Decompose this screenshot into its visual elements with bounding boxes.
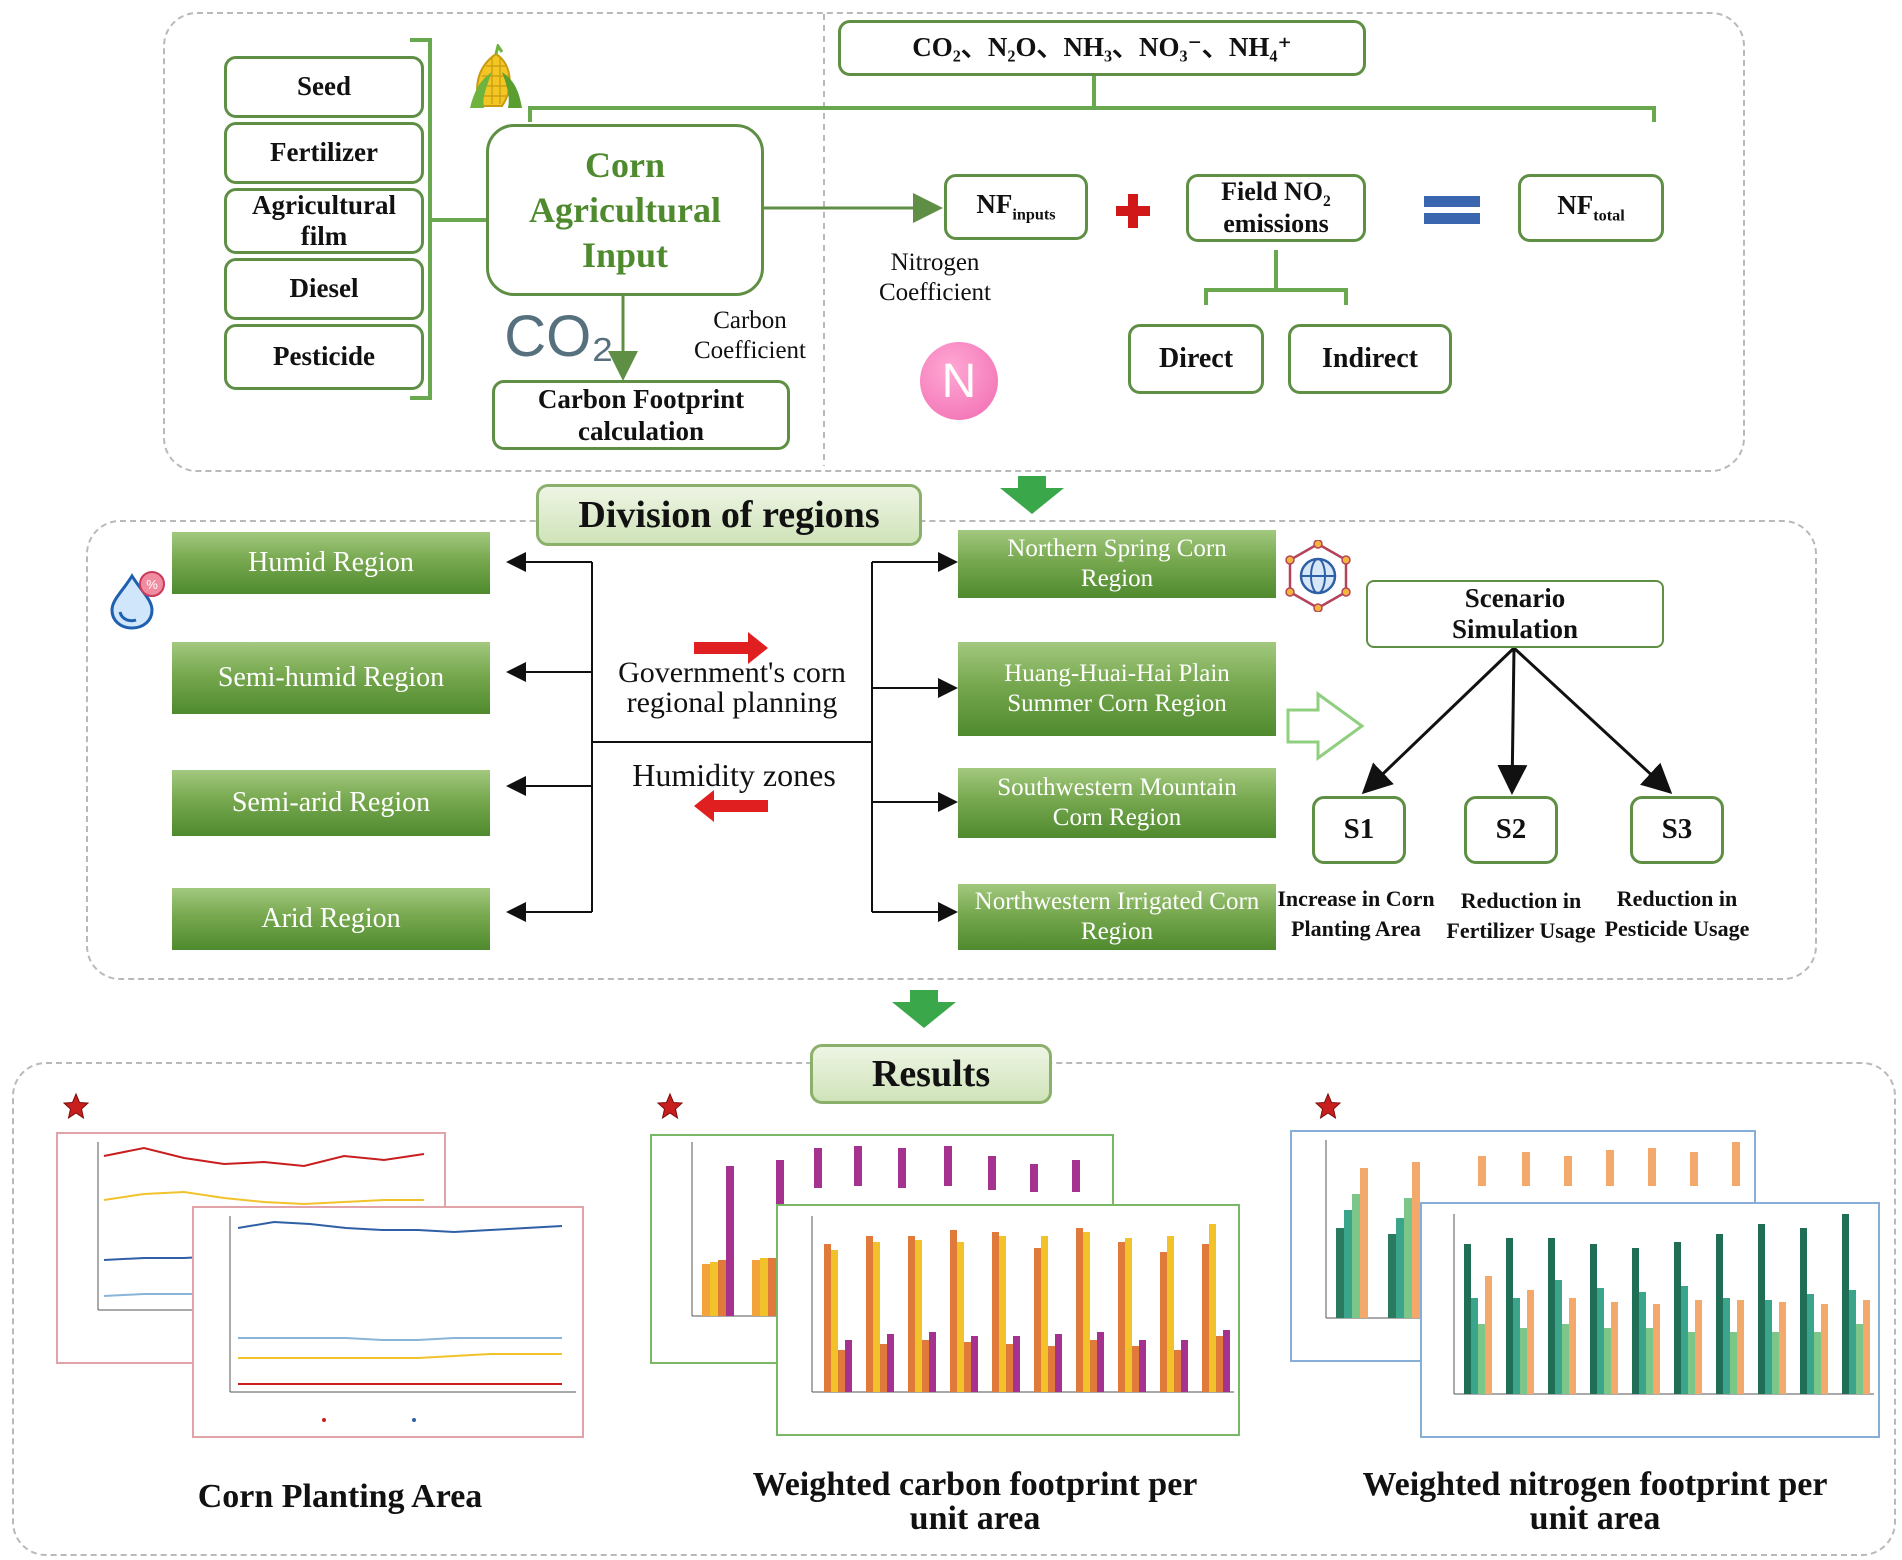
- green-down-arrow-2: [892, 990, 956, 1028]
- green-down-arrow-1: [1000, 476, 1064, 514]
- region-semi-arid: Semi-arid Region: [172, 770, 490, 836]
- indirect-box: Indirect: [1288, 324, 1452, 394]
- input-pesticide: Pesticide: [224, 324, 424, 390]
- input-seed: Seed: [224, 56, 424, 118]
- co2-icon: CO₂: [504, 304, 614, 369]
- caption-nitrogen-footprint: Weighted nitrogen footprint per unit are…: [1362, 1466, 1828, 1537]
- scenario-s1-box: S1: [1312, 796, 1406, 864]
- region-huang-huai-hai: Huang-Huai-Hai Plain Summer Corn Region: [958, 642, 1276, 736]
- input-fertilizer: Fertilizer: [224, 122, 424, 184]
- nitrogen-back-bars: [1336, 1142, 1740, 1318]
- carbon-chart-front: [776, 1204, 1240, 1436]
- humidity-zones-label: Humidity zones: [632, 757, 836, 793]
- caption-corn-planting-area: Corn Planting Area: [197, 1478, 483, 1515]
- region-humid: Humid Region: [172, 532, 490, 594]
- carbon-front-bars: [824, 1224, 1230, 1392]
- corn-area-chart-front: [192, 1206, 584, 1438]
- carbon-footprint-box: Carbon Footprint calculation: [492, 380, 790, 450]
- scenario-s2-desc: Reduction in Fertilizer Usage: [1446, 888, 1596, 943]
- scenario-s3-desc: Reduction in Pesticide Usage: [1604, 886, 1750, 941]
- emissions-header: CO₂、N₂O、NH₃、NO₃⁻、NH₄⁺: [838, 20, 1366, 76]
- star-icon: [656, 1092, 684, 1120]
- region-northern-spring: Northern Spring Corn Region: [958, 530, 1276, 598]
- nf-total-box: NFtotal: [1518, 174, 1664, 242]
- government-planning-label: Government's corn regional planning: [618, 656, 846, 719]
- equals-icon: [1424, 196, 1480, 226]
- n-circle-icon: N: [920, 342, 998, 420]
- star-icon: [1314, 1092, 1342, 1120]
- region-southwestern-mountain: Southwestern Mountain Corn Region: [958, 768, 1276, 838]
- nf-inputs-box: NFinputs: [944, 174, 1088, 240]
- nitrogen-chart-front: [1420, 1202, 1880, 1438]
- regions-panel: [86, 520, 1817, 980]
- scenario-s2-box: S2: [1464, 796, 1558, 864]
- input-agricultural-film: Agricultural film: [224, 188, 424, 254]
- water-drop-icon: %: [106, 568, 168, 630]
- division-of-regions-title: Division of regions: [536, 484, 922, 546]
- region-northwestern-irrigated: Northwestern Irrigated Corn Region: [958, 884, 1276, 950]
- network-globe-icon: [1282, 540, 1354, 612]
- results-title: Results: [810, 1044, 1052, 1104]
- svg-text:%: %: [146, 577, 158, 592]
- hollow-arrow-right: [1286, 691, 1365, 761]
- direct-box: Direct: [1128, 324, 1264, 394]
- scenario-s1-desc: Increase in Corn Planting Area: [1277, 886, 1435, 941]
- corn-icon: [462, 44, 532, 114]
- scenario-s3-box: S3: [1630, 796, 1724, 864]
- region-semi-humid: Semi-humid Region: [172, 642, 490, 714]
- star-icon: [62, 1092, 90, 1120]
- carbon-coefficient-label: Carbon Coefficient: [694, 307, 806, 364]
- corn-agricultural-input-box: Corn Agricultural Input: [486, 124, 764, 296]
- plus-icon: [1114, 192, 1152, 230]
- nitrogen-front-bars: [1464, 1214, 1870, 1394]
- region-arid: Arid Region: [172, 888, 490, 950]
- scenario-simulation-box: Scenario Simulation: [1366, 580, 1664, 648]
- caption-carbon-footprint: Weighted carbon footprint per unit area: [752, 1466, 1198, 1537]
- red-arrow-left: [694, 790, 768, 822]
- input-panel: [163, 12, 1745, 472]
- input-diesel: Diesel: [224, 258, 424, 320]
- red-arrow-right: [694, 632, 768, 664]
- nitrogen-coefficient-label: Nitrogen Coefficient: [879, 249, 991, 306]
